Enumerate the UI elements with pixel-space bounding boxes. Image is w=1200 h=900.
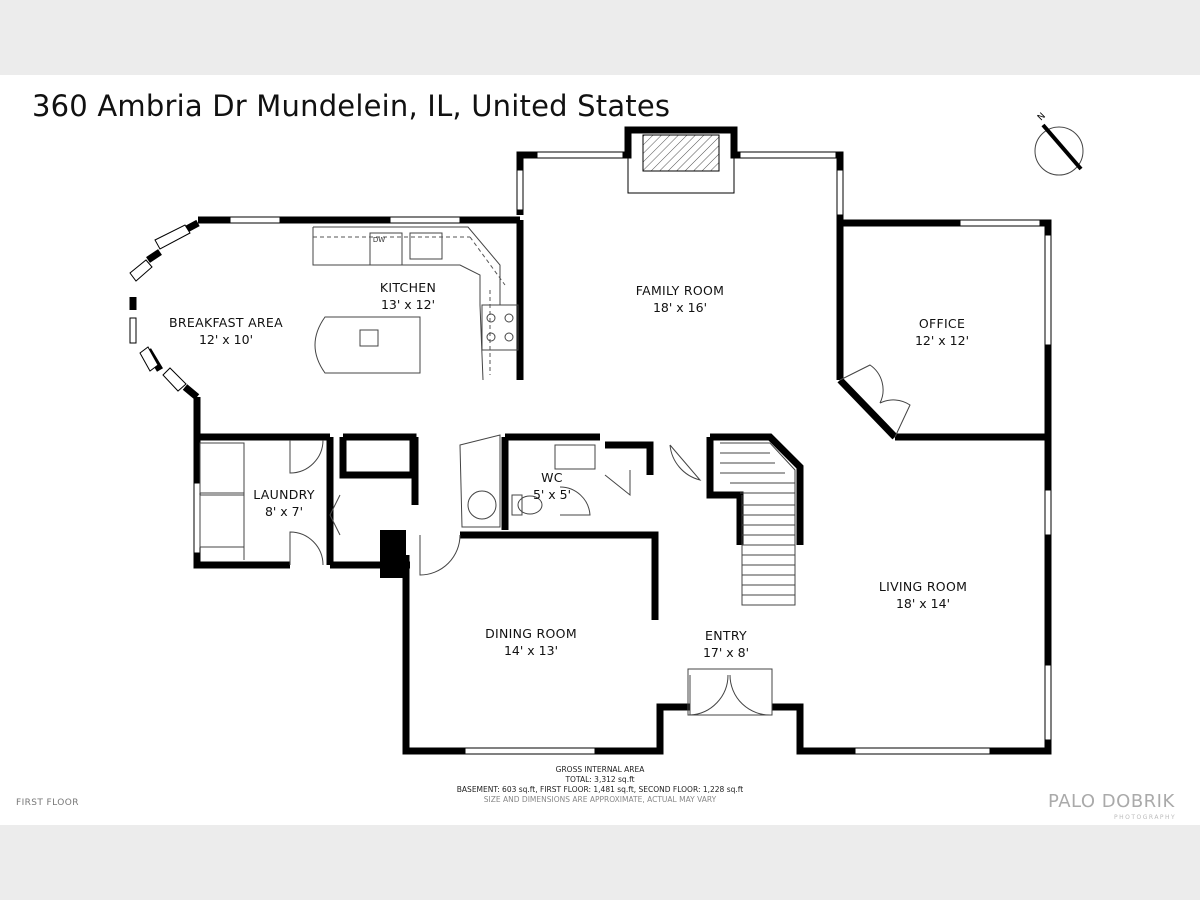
structural-column (380, 530, 406, 578)
wc-fixtures (459, 434, 596, 528)
room-dim-dining: 14' x 13' (503, 643, 559, 658)
room-name-dining: DINING ROOM (485, 626, 577, 641)
fireplace (627, 132, 735, 194)
upper-cabinets (313, 236, 506, 375)
brand-name: PALO DOBRIK (1048, 791, 1175, 812)
brand-logo: PALO DOBRIK PHOTOGRAPHY (1048, 791, 1175, 821)
kitchen-counters (312, 226, 519, 381)
floor-label: FIRST FLOOR (16, 798, 79, 808)
compass-north-label: N (1036, 111, 1048, 123)
brand-sub: PHOTOGRAPHY (1114, 814, 1177, 821)
room-name-breakfast: BREAKFAST AREA (169, 315, 283, 330)
room-dim-office: 12' x 12' (914, 333, 970, 348)
room-name-laundry: LAUNDRY (253, 487, 315, 502)
room-dim-kitchen: 13' x 12' (380, 297, 436, 312)
room-name-wc: WC (541, 470, 563, 485)
room-name-family: FAMILY ROOM (635, 283, 725, 298)
area-total: TOTAL: 3,312 sq.ft (565, 775, 635, 784)
room-name-living: LIVING ROOM (878, 579, 968, 594)
gross-area-summary: GROSS INTERNAL AREA TOTAL: 3,312 sq.ft B… (457, 765, 743, 805)
floorplan-sheet: 360 Ambria Dr Mundelein, IL, United Stat… (0, 75, 1200, 825)
area-breakdown: BASEMENT: 603 sq.ft, FIRST FLOOR: 1,481 … (456, 785, 744, 794)
staircase (720, 442, 796, 606)
room-dim-laundry: 8' x 7' (264, 504, 304, 519)
windows (129, 151, 1052, 755)
dishwasher-label: DW (372, 236, 386, 244)
room-dim-living: 18' x 14' (895, 596, 951, 611)
room-name-entry: ENTRY (705, 628, 747, 643)
area-heading: GROSS INTERNAL AREA (555, 765, 645, 774)
front-door[interactable] (687, 668, 773, 716)
room-name-kitchen: KITCHEN (379, 280, 437, 295)
room-dim-family: 18' x 16' (652, 300, 708, 315)
room-dim-breakfast: 12' x 10' (198, 332, 254, 347)
address-title: 360 Ambria Dr Mundelein, IL, United Stat… (32, 89, 671, 123)
room-dim-entry: 17' x 8' (702, 645, 750, 660)
compass: N (1034, 111, 1084, 176)
room-dim-wc: 5' x 5' (532, 487, 572, 502)
floor-plan-drawing: N (129, 111, 1084, 755)
area-disclaimer: SIZE AND DIMENSIONS ARE APPROXIMATE, ACT… (483, 795, 717, 804)
room-name-office: OFFICE (918, 316, 966, 331)
laundry-appliances (199, 442, 245, 560)
